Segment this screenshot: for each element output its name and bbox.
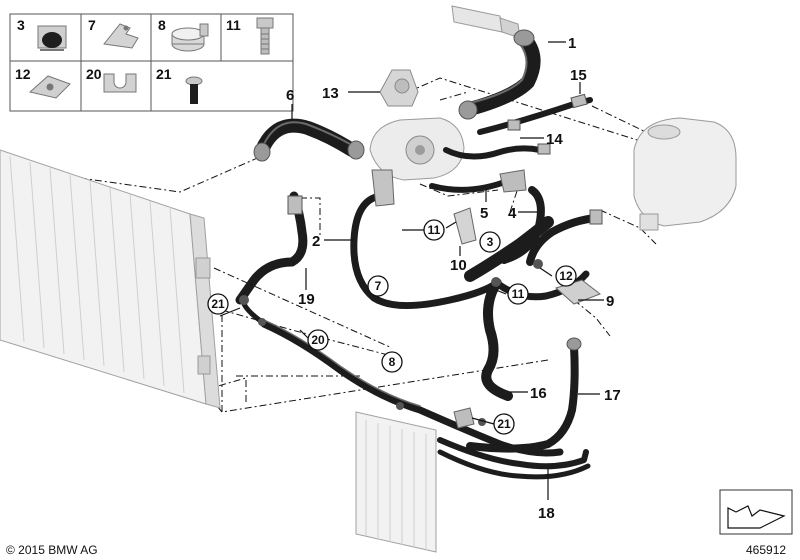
label-17: 17 bbox=[604, 387, 621, 404]
circled-label-3: 3 bbox=[479, 231, 501, 253]
copyright-text: © 2015 BMW AG bbox=[6, 543, 98, 557]
label-16: 16 bbox=[530, 385, 547, 402]
circled-label-21-left: 21 bbox=[207, 293, 229, 315]
legend-label-21: 21 bbox=[156, 66, 172, 82]
nut-12-icon bbox=[28, 75, 71, 99]
label-5: 5 bbox=[480, 205, 488, 222]
legend-label-8: 8 bbox=[158, 17, 166, 33]
circled-label-12: 12 bbox=[555, 265, 577, 287]
image-number: 465912 bbox=[746, 543, 786, 557]
label-19: 19 bbox=[298, 291, 315, 308]
legend-label-11: 11 bbox=[226, 17, 241, 33]
screw-21-icon bbox=[185, 76, 203, 104]
svg-text:12: 12 bbox=[559, 269, 573, 283]
label-14: 14 bbox=[546, 131, 563, 148]
leader-lines bbox=[219, 41, 604, 500]
direction-arrow-box bbox=[719, 489, 793, 535]
legend-label-7: 7 bbox=[88, 17, 96, 33]
circled-labels: 3 7 8 11 11 12 20 21 bbox=[207, 219, 577, 435]
label-4: 4 bbox=[508, 205, 517, 222]
label-1: 1 bbox=[568, 35, 576, 52]
assembly-lines bbox=[79, 77, 657, 413]
part-labels: 1 2 4 5 6 9 10 13 14 15 16 17 18 19 bbox=[286, 35, 621, 522]
legend-label-12: 12 bbox=[15, 66, 31, 82]
arrow-icon bbox=[727, 505, 786, 529]
legend-label-20: 20 bbox=[86, 66, 102, 82]
top-pipe bbox=[451, 5, 521, 39]
label-2: 2 bbox=[312, 233, 320, 250]
thermostat-housing bbox=[369, 69, 465, 181]
svg-text:21: 21 bbox=[211, 297, 225, 311]
auxiliary-radiator bbox=[355, 411, 437, 553]
hoses bbox=[235, 29, 603, 480]
svg-text:11: 11 bbox=[512, 287, 525, 301]
svg-text:21: 21 bbox=[497, 417, 511, 431]
svg-text:8: 8 bbox=[389, 355, 396, 369]
label-13: 13 bbox=[322, 85, 339, 102]
label-10: 10 bbox=[450, 257, 467, 274]
circled-label-11-upper: 11 bbox=[423, 219, 445, 241]
bolt-11-icon bbox=[256, 17, 274, 55]
svg-text:3: 3 bbox=[487, 235, 494, 249]
label-9: 9 bbox=[606, 293, 614, 310]
holder-20-icon bbox=[103, 73, 137, 93]
circled-label-7: 7 bbox=[367, 275, 389, 297]
circled-label-21-bottom: 21 bbox=[493, 413, 515, 435]
small-parts bbox=[239, 207, 602, 429]
circled-label-8: 8 bbox=[381, 351, 403, 373]
svg-text:20: 20 bbox=[311, 333, 325, 347]
legend-label-3: 3 bbox=[17, 17, 25, 33]
label-15: 15 bbox=[570, 67, 587, 84]
radiator bbox=[0, 149, 221, 409]
svg-text:7: 7 bbox=[375, 279, 382, 293]
clamp-3-icon bbox=[37, 25, 67, 51]
label-18: 18 bbox=[538, 505, 555, 522]
svg-text:11: 11 bbox=[428, 223, 441, 237]
bracket-7-icon bbox=[103, 23, 139, 49]
parts-legend-grid: 3 7 8 11 12 20 21 bbox=[9, 13, 294, 112]
hose-clamp-8-icon bbox=[171, 23, 209, 52]
expansion-tank bbox=[633, 117, 737, 231]
circled-label-11-lower: 11 bbox=[507, 283, 529, 305]
label-6: 6 bbox=[286, 87, 294, 104]
circled-label-20: 20 bbox=[307, 329, 329, 351]
